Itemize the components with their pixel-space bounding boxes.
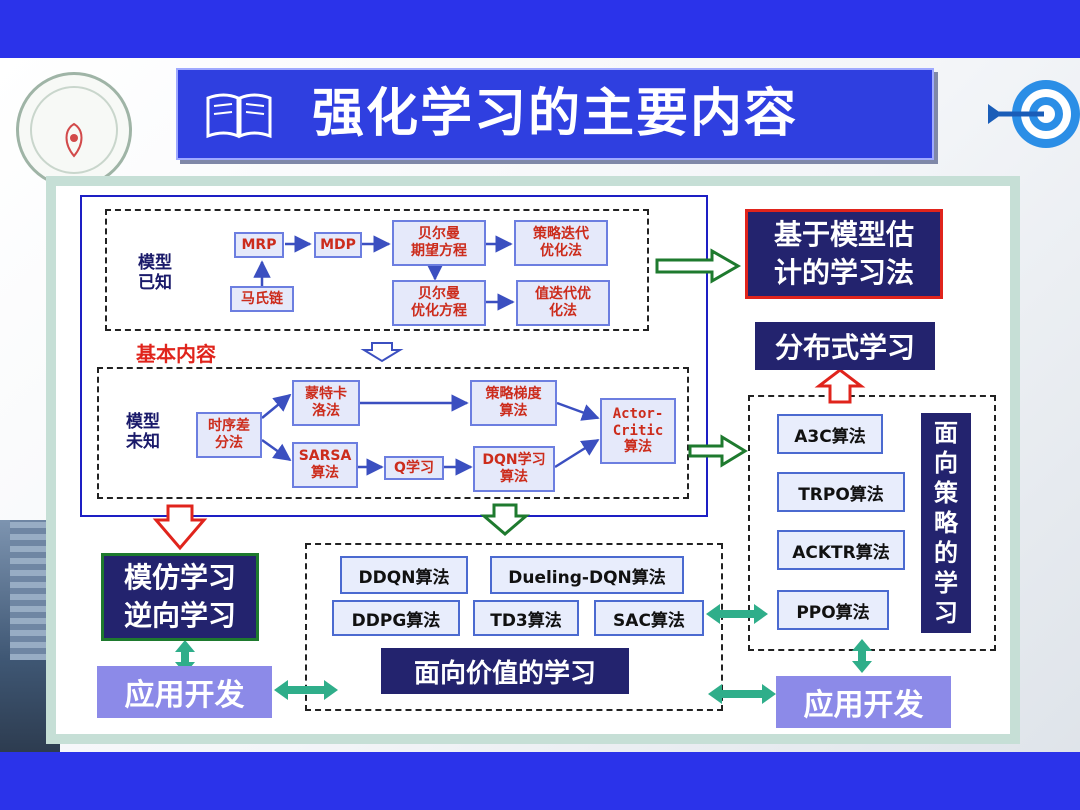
page-title: 强化学习的主要内容	[312, 84, 799, 144]
node-markov-chain: 马氏链	[230, 286, 294, 312]
basic-content-frame	[80, 195, 708, 517]
policy-based-box	[748, 395, 996, 651]
algo-acktr: ACKTR算法	[777, 530, 905, 570]
value-based-box	[305, 543, 723, 711]
policy-based-title: 面 向 策 略 的 学 习	[921, 413, 971, 633]
building-windows	[10, 520, 50, 660]
node-bellman-optimal: 贝尔曼 优化方程	[392, 280, 486, 326]
algo-sac: SAC算法	[594, 600, 704, 636]
algo-td3: TD3算法	[473, 600, 579, 636]
node-bellman-expectation: 贝尔曼 期望方程	[392, 220, 486, 266]
basic-content-label: 基本内容	[136, 342, 216, 366]
node-q-learning: Q学习	[384, 456, 444, 480]
app-dev-left: 应用开发	[97, 666, 272, 718]
unknown-model-box	[97, 367, 689, 499]
node-mdp: MDP	[314, 232, 362, 258]
known-model-box	[105, 209, 649, 331]
bottom-band	[0, 752, 1080, 810]
node-value-iteration: 值迭代优 化法	[516, 280, 610, 326]
node-policy-gradient: 策略梯度 算法	[470, 380, 557, 426]
distributed-learning-label: 分布式学习	[755, 322, 935, 370]
node-mrp: MRP	[234, 232, 284, 258]
algo-ddpg: DDPG算法	[332, 600, 460, 636]
top-band	[0, 0, 1080, 58]
algo-ppo: PPO算法	[777, 590, 889, 630]
known-model-label: 模型 已知	[138, 252, 172, 293]
title-bar	[176, 68, 934, 160]
book-icon	[206, 93, 272, 139]
value-based-title: 面向价值的学习	[381, 648, 629, 694]
target-arrow-icon	[988, 80, 1080, 148]
model-based-label: 基于模型估 计的学习法	[745, 209, 943, 299]
imitation-inverse-label: 模仿学习 逆向学习	[101, 553, 259, 641]
algo-a3c: A3C算法	[777, 414, 883, 454]
node-policy-iteration: 策略迭代 优化法	[514, 220, 608, 266]
algo-trpo: TRPO算法	[777, 472, 905, 512]
app-dev-right: 应用开发	[776, 676, 951, 728]
algo-dueling-dqn: Dueling-DQN算法	[490, 556, 684, 594]
node-dqn: DQN学习 算法	[473, 446, 555, 492]
node-temporal-difference: 时序差 分法	[196, 412, 262, 458]
node-actor-critic: Actor- Critic 算法	[600, 398, 676, 464]
node-sarsa: SARSA 算法	[292, 442, 358, 488]
unknown-model-label: 模型 未知	[126, 411, 160, 452]
logo-emblem	[65, 122, 83, 158]
algo-ddqn: DDQN算法	[340, 556, 468, 594]
node-monte-carlo: 蒙特卡 洛法	[292, 380, 360, 426]
logo-inner-ring	[30, 86, 118, 174]
